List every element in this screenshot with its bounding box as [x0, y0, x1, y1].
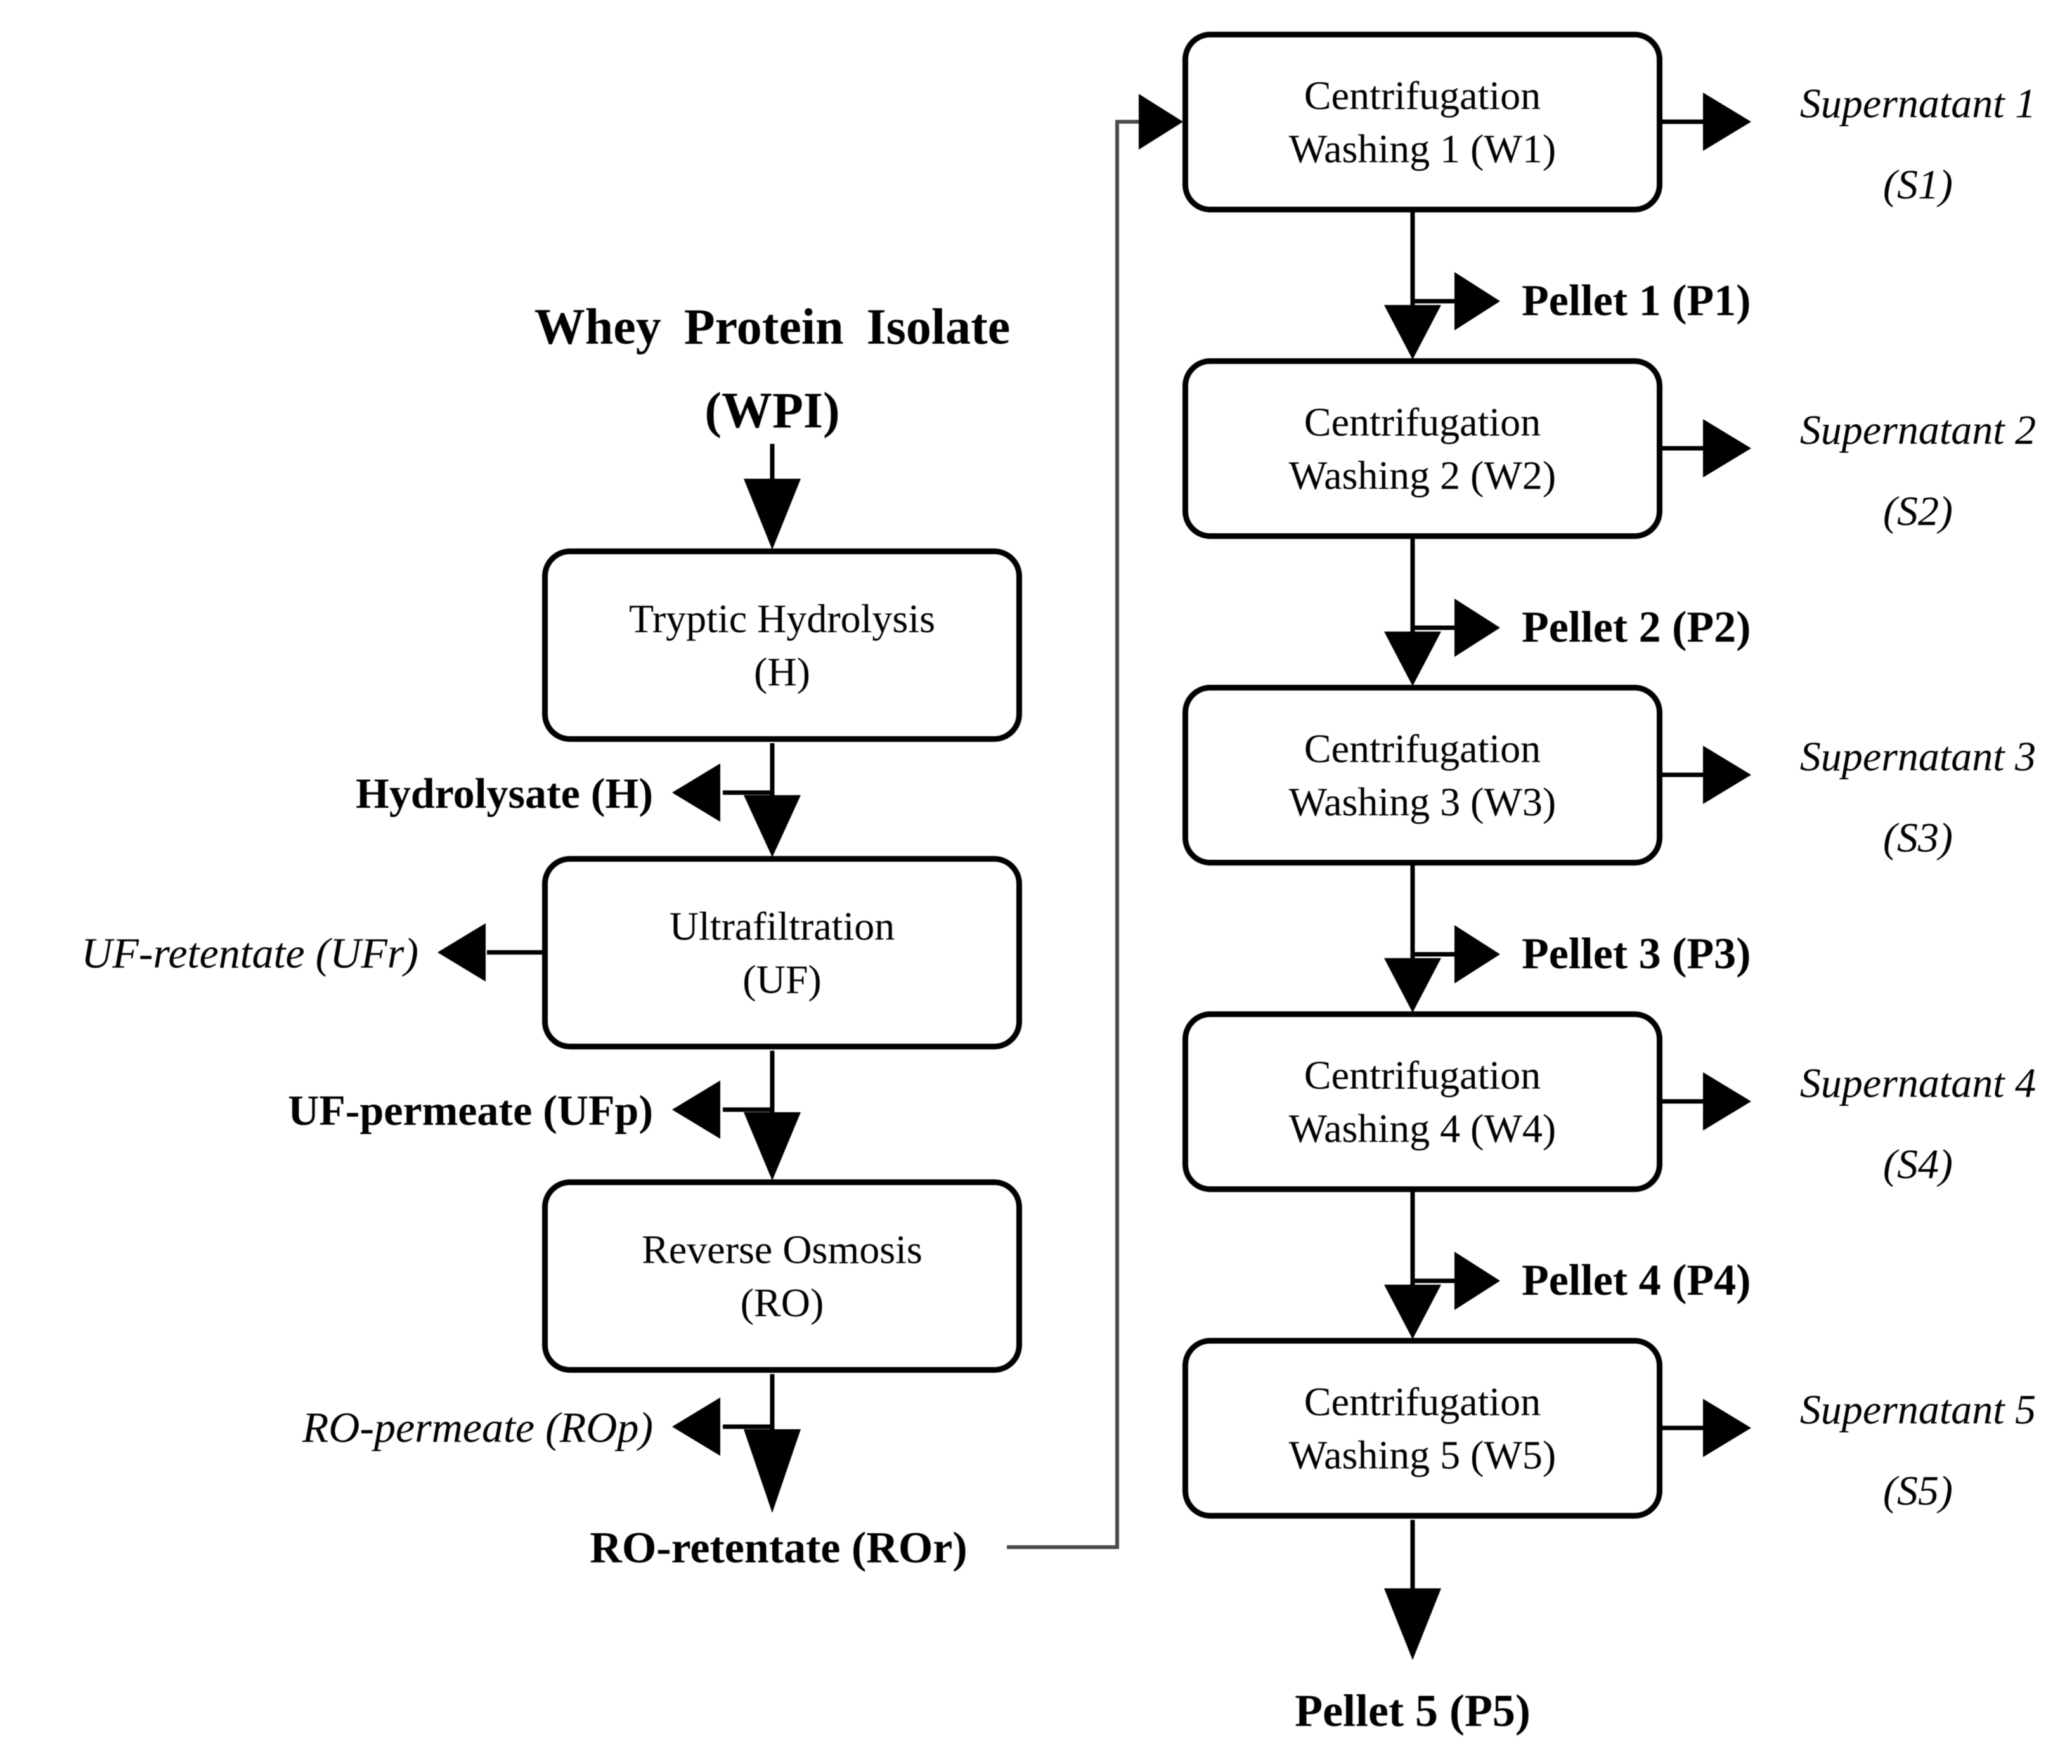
process-box-label: (RO): [740, 1280, 824, 1325]
process-box-label: Centrifugation: [1304, 399, 1541, 444]
stream-label-supernatant-3: Supernatant 3 (S3): [1769, 717, 2067, 879]
arrow-wpi-to-hydrolysis: [744, 444, 801, 550]
stream-label-ro-retentate: RO-retentate (ROr): [590, 1524, 968, 1573]
arrowhead-right-icon: [1454, 272, 1500, 330]
process-box-label: Reverse Osmosis: [642, 1226, 923, 1272]
stream-label-pellet-3: Pellet 3 (P3): [1522, 930, 1751, 978]
stream-label-supernatant-5: Supernatant 5 (S5): [1769, 1370, 2067, 1532]
process-box-label: Washing 4 (W4): [1288, 1105, 1557, 1151]
supernatant-line2: (S3): [1883, 815, 1953, 861]
connector-retentate-to-washing1: [1007, 94, 1183, 1549]
arrow-pellet-5: [1384, 1520, 1441, 1660]
process-box-label: Tryptic Hydrolysis: [628, 595, 936, 641]
process-box-tryptic-hydrolysis: Tryptic Hydrolysis (H): [542, 548, 1022, 742]
process-box-washing-1: Centrifugation Washing 1 (W1): [1182, 32, 1662, 212]
arrow-uf-retentate: [437, 923, 545, 982]
arrow-uf-to-ro: [672, 1051, 801, 1181]
arrowhead-left-icon: [672, 1398, 720, 1456]
process-box-label: Washing 5 (W5): [1288, 1432, 1557, 1477]
stream-label-supernatant-4: Supernatant 4 (S4): [1769, 1043, 2067, 1205]
process-box-label: Washing 2 (W2): [1288, 452, 1557, 498]
stream-label-supernatant-1: Supernatant 1 (S1): [1769, 63, 2067, 226]
arrowhead-right-icon: [1703, 1072, 1751, 1131]
stream-label-uf-retentate: UF-retentate (UFr): [81, 929, 418, 977]
arrow-pellet-3: [1384, 866, 1500, 1013]
stream-label-pellet-4: Pellet 4 (P4): [1522, 1256, 1751, 1305]
arrowhead-down-icon: [744, 479, 801, 550]
process-box-label: Centrifugation: [1304, 725, 1541, 771]
arrowhead-right-icon: [1454, 599, 1500, 657]
arrowhead-left-icon: [437, 923, 486, 982]
arrowhead-right-icon: [1703, 746, 1751, 804]
process-box-label: Centrifugation: [1304, 1052, 1541, 1098]
diagram-title: Whey Protein Isolate (WPI): [265, 285, 1279, 453]
arrow-hydrolysis-to-uf: [672, 743, 801, 857]
supernatant-line2: (S4): [1883, 1141, 1953, 1188]
arrowhead-right-icon: [1703, 1399, 1751, 1457]
arrow-pellet-2: [1384, 539, 1500, 686]
arrowhead-down-icon: [1384, 632, 1441, 686]
supernatant-line2: (S5): [1883, 1468, 1953, 1514]
supernatant-line2: (S2): [1883, 488, 1953, 535]
arrowhead-right-icon: [1139, 94, 1183, 150]
arrow-supernatant-5: [1659, 1399, 1751, 1457]
diagram-title-line2: (WPI): [704, 383, 840, 439]
supernatant-line1: Supernatant 3: [1799, 734, 2036, 780]
supernatant-line1: Supernatant 1: [1799, 81, 2036, 127]
arrowhead-down-icon: [1384, 958, 1441, 1013]
supernatant-line2: (S1): [1883, 162, 1953, 208]
supernatant-line1: Supernatant 4: [1799, 1060, 2036, 1106]
stream-label-hydrolysate: Hydrolysate (H): [355, 769, 653, 817]
arrowhead-down-icon: [1384, 305, 1441, 360]
stream-label-pellet-1: Pellet 1 (P1): [1522, 276, 1751, 325]
diagram-title-line1: Whey Protein Isolate: [534, 299, 1011, 355]
arrowhead-down-icon: [744, 1429, 801, 1513]
process-box-label: Centrifugation: [1304, 1378, 1541, 1424]
arrow-supernatant-3: [1659, 746, 1751, 804]
supernatant-line1: Supernatant 5: [1799, 1387, 2036, 1433]
arrowhead-down-icon: [744, 1112, 801, 1181]
arrowhead-down-icon: [1384, 1285, 1441, 1339]
process-box-washing-4: Centrifugation Washing 4 (W4): [1182, 1011, 1662, 1192]
arrow-ro-to-retentate: [672, 1374, 801, 1513]
arrowhead-right-icon: [1454, 1252, 1500, 1310]
stream-label-pellet-2: Pellet 2 (P2): [1522, 603, 1751, 652]
process-box-label: (UF): [742, 956, 822, 1002]
supernatant-line1: Supernatant 2: [1799, 407, 2036, 453]
arrow-pellet-4: [1384, 1192, 1500, 1339]
process-box-label: Washing 1 (W1): [1288, 126, 1557, 171]
arrow-pellet-1: [1384, 212, 1500, 360]
process-box-label: Centrifugation: [1304, 72, 1541, 118]
process-box-label: (H): [754, 649, 810, 694]
process-box-label: Ultrafiltration: [669, 903, 895, 949]
arrow-supernatant-2: [1659, 419, 1751, 477]
arrowhead-left-icon: [672, 1080, 720, 1139]
arrow-supernatant-1: [1659, 93, 1751, 151]
process-box-reverse-osmosis: Reverse Osmosis (RO): [542, 1179, 1022, 1373]
arrowhead-right-icon: [1703, 419, 1751, 477]
process-box-washing-3: Centrifugation Washing 3 (W3): [1182, 685, 1662, 866]
arrowhead-down-icon: [744, 795, 801, 857]
arrowhead-right-icon: [1703, 93, 1751, 151]
process-box-washing-5: Centrifugation Washing 5 (W5): [1182, 1338, 1662, 1519]
arrow-supernatant-4: [1659, 1072, 1751, 1131]
stream-label-pellet-5: Pellet 5 (P5): [1295, 1685, 1531, 1736]
process-box-washing-2: Centrifugation Washing 2 (W2): [1182, 358, 1662, 539]
arrowhead-down-icon: [1384, 1588, 1441, 1660]
stream-label-ro-permeate: RO-permeate (ROp): [302, 1403, 653, 1451]
arrowhead-left-icon: [672, 763, 720, 822]
process-box-label: Washing 3 (W3): [1288, 779, 1557, 824]
process-box-ultrafiltration: Ultrafiltration (UF): [542, 856, 1022, 1049]
arrowhead-right-icon: [1454, 925, 1500, 983]
stream-label-supernatant-2: Supernatant 2 (S2): [1769, 390, 2067, 552]
stream-label-uf-permeate: UF-permeate (UFp): [288, 1086, 653, 1134]
